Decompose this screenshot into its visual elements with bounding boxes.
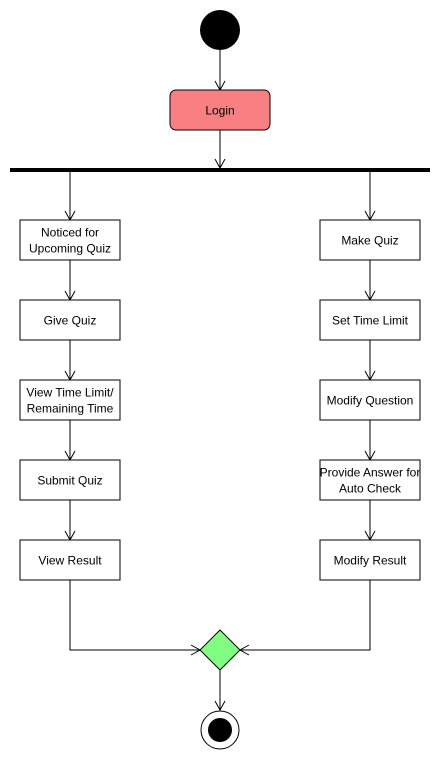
action-submit-quiz[interactable]: Submit Quiz — [19, 459, 121, 501]
action-box — [319, 219, 421, 261]
connectors — [64, 50, 376, 712]
action-label: Submit Quiz — [37, 474, 102, 488]
action-box — [19, 379, 121, 421]
action-provide-answer[interactable]: Provide Answer for Auto Check — [319, 459, 421, 501]
action-modify-result[interactable]: Modify Result — [319, 539, 421, 581]
action-box — [319, 459, 421, 501]
action-box — [19, 299, 121, 341]
action-label: Modify Question — [327, 394, 414, 408]
action-label-line-1: Noticed for — [41, 226, 99, 240]
action-label-line-1: View Time Limit/ — [26, 386, 114, 400]
action-make-quiz[interactable]: Make Quiz — [319, 219, 421, 261]
action-label-line-2: Auto Check — [339, 482, 402, 496]
login-label: Login — [205, 104, 234, 118]
fork-bar — [10, 168, 430, 172]
action-label-line-2: Upcoming Quiz — [29, 242, 111, 256]
action-box — [19, 219, 121, 261]
action-label: Set Time Limit — [332, 314, 409, 328]
action-give-quiz[interactable]: Give Quiz — [19, 299, 121, 341]
action-box — [319, 539, 421, 581]
action-label: Make Quiz — [341, 234, 398, 248]
merge-node — [199, 629, 241, 671]
action-label: Modify Result — [334, 554, 407, 568]
edge-student-result-merge — [69, 580, 202, 656]
action-set-time-limit[interactable]: Set Time Limit — [319, 299, 421, 341]
action-label: View Result — [38, 554, 102, 568]
action-box — [19, 459, 121, 501]
action-box — [319, 379, 421, 421]
action-noticed-upcoming-quiz[interactable]: Noticed for Upcoming Quiz — [19, 219, 121, 261]
action-box — [19, 539, 121, 581]
final-node — [200, 710, 240, 750]
login-node[interactable]: Login — [169, 89, 271, 131]
action-view-result[interactable]: View Result — [19, 539, 121, 581]
final-node-dot — [208, 718, 232, 742]
action-box — [319, 299, 421, 341]
action-label-line-2: Remaining Time — [27, 402, 114, 416]
initial-node — [200, 10, 240, 50]
action-label: Give Quiz — [44, 314, 97, 328]
action-modify-question[interactable]: Modify Question — [319, 379, 421, 421]
action-view-time-limit[interactable]: View Time Limit/ Remaining Time — [19, 379, 121, 421]
edge-teacher-result-merge — [238, 580, 371, 656]
action-label-line-1: Provide Answer for — [320, 466, 421, 480]
login-box — [169, 89, 271, 131]
